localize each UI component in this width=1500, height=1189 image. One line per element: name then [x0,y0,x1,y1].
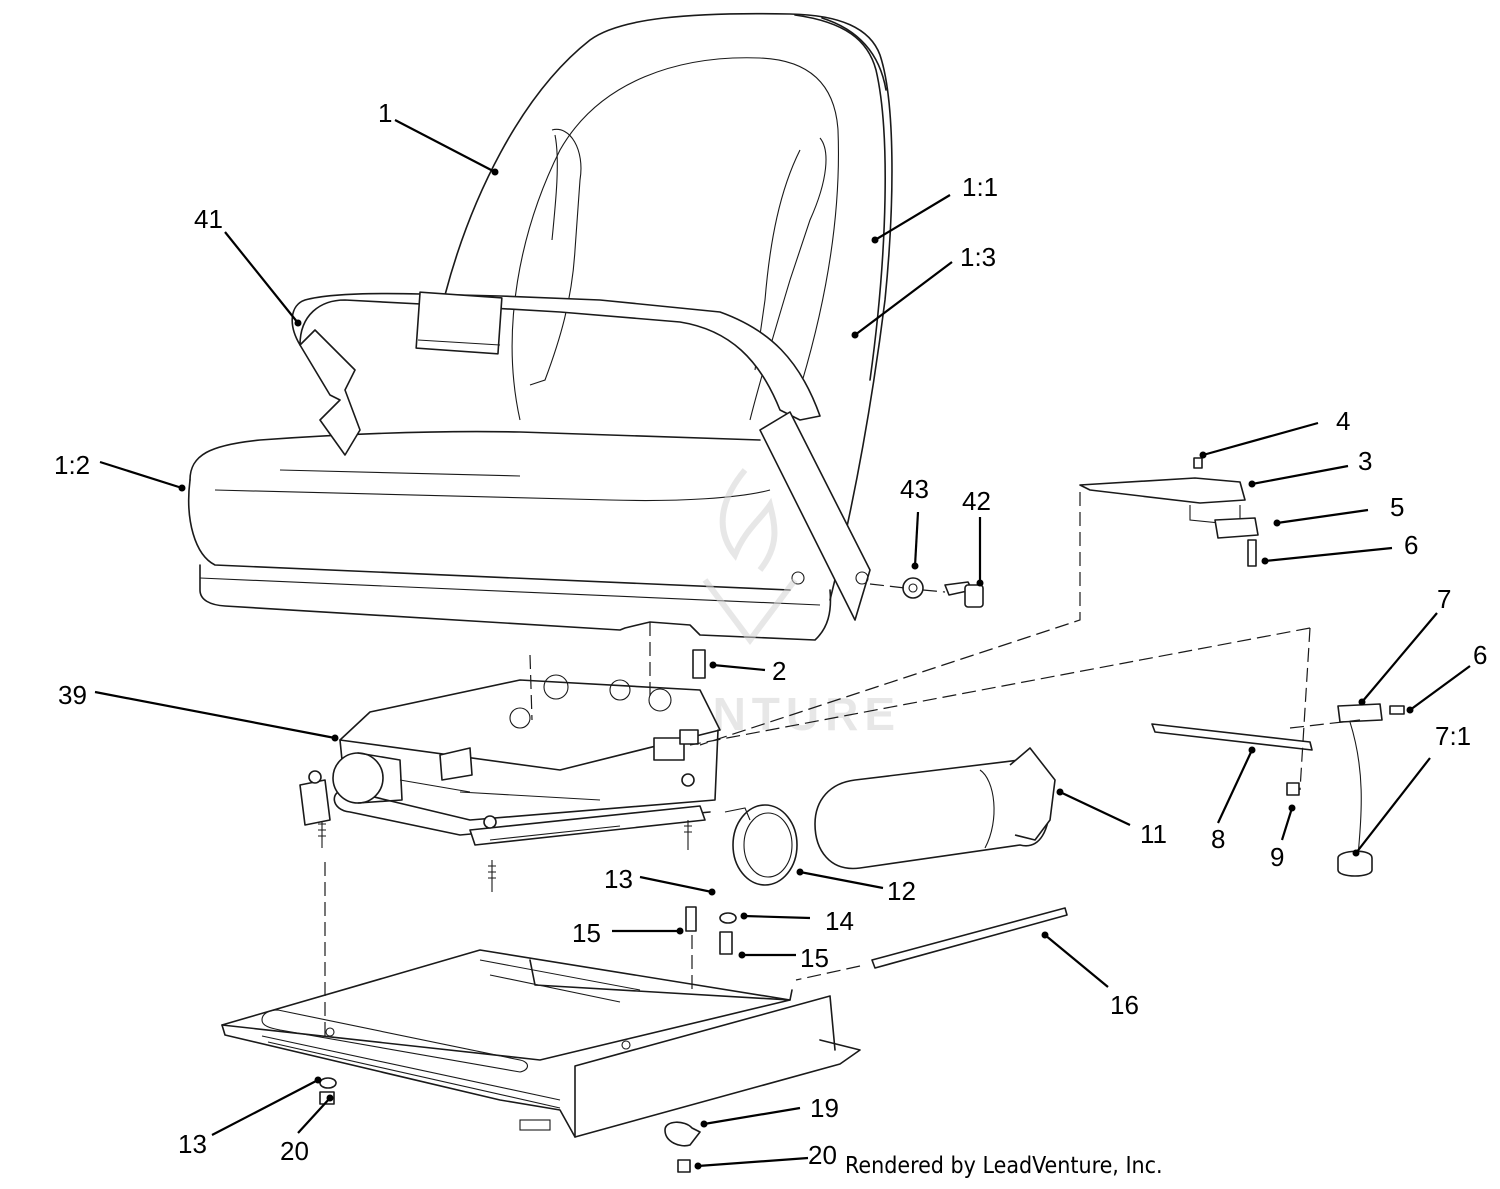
callout-20-right: 20 [808,1140,837,1170]
callout-19: 19 [810,1093,839,1123]
callout-41: 41 [194,204,223,234]
mounting-plate [221,949,861,1138]
callout-1: 1 [378,98,392,128]
callout-4: 4 [1336,406,1350,436]
callout-20-left: 20 [280,1136,309,1166]
callout-7: 7 [1437,584,1451,614]
callout-9: 9 [1270,842,1284,872]
callout-1-2: 1:2 [54,450,90,480]
callout-42: 42 [962,486,991,516]
leader-lines [94,119,1471,1170]
render-credit: Rendered by LeadVenture, Inc. [845,1153,1163,1179]
callout-6-upper: 6 [1404,530,1418,560]
callout-13-upper: 13 [604,864,633,894]
callout-14: 14 [825,906,854,936]
bracket-parts [319,457,1405,1173]
callout-5: 5 [1390,492,1404,522]
callout-labels: 1 1:1 1:3 41 1:2 43 42 4 3 5 6 2 39 7 6 … [54,98,1487,1170]
extinguisher-assembly [724,747,1056,886]
seat-assembly [187,12,893,641]
callout-2: 2 [772,656,786,686]
callout-15-left: 15 [572,918,601,948]
suspension-assembly [299,674,721,892]
callout-39: 39 [58,680,87,710]
callout-8: 8 [1211,824,1225,854]
callout-6-lower: 6 [1473,640,1487,670]
callout-43: 43 [900,474,929,504]
callout-7-1: 7:1 [1435,721,1471,751]
callout-11: 11 [1140,819,1167,849]
assembly-lines [324,492,1361,1040]
callout-13-lower: 13 [178,1129,207,1159]
callout-1-1: 1:1 [962,172,998,202]
callout-12: 12 [887,876,916,906]
callout-1-3: 1:3 [960,242,996,272]
callout-16: 16 [1110,990,1139,1020]
callout-3: 3 [1358,446,1372,476]
callout-15-right: 15 [800,943,829,973]
